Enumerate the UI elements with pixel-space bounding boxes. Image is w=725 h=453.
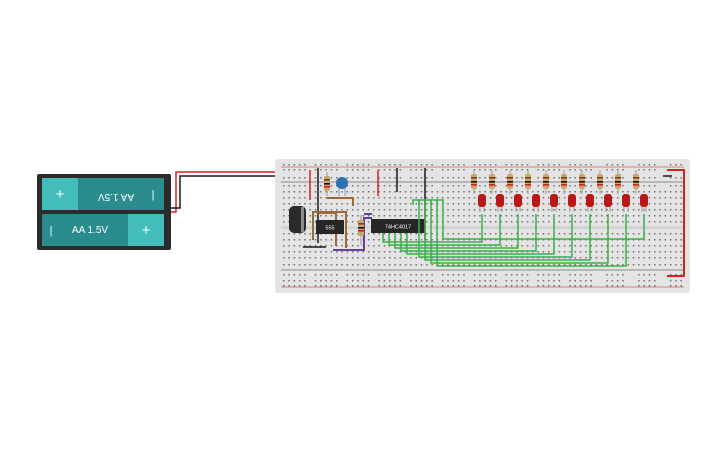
green-wire-6[interactable] (412, 199, 573, 258)
electrolytic-capacitor[interactable] (289, 206, 306, 233)
wire-brown-3[interactable] (327, 197, 354, 206)
green-wire-bundle[interactable] (382, 199, 645, 267)
green-wire-7[interactable] (418, 199, 591, 261)
led-4[interactable] (525, 170, 540, 212)
chip-74hc4017-label: 74HC4017 (385, 225, 411, 231)
led-8[interactable] (597, 170, 612, 212)
green-wire-8[interactable] (424, 199, 609, 264)
led-body-8[interactable] (604, 194, 612, 207)
led-9[interactable] (615, 170, 630, 212)
battery-lead-black[interactable] (171, 175, 304, 209)
battery-cell-top-plus: + (56, 186, 65, 203)
led-7[interactable] (579, 170, 594, 212)
green-wire-5[interactable] (406, 214, 555, 255)
chip-74hc4017[interactable]: 74HC4017 (371, 219, 425, 233)
ceramic-capacitor[interactable] (336, 177, 348, 196)
battery-pack[interactable]: + AA 1.5V | | AA 1.5V + (37, 174, 171, 250)
green-wire-4[interactable] (400, 214, 537, 252)
led-1[interactable] (471, 170, 486, 212)
green-wire-3[interactable] (394, 214, 519, 249)
led-3[interactable] (507, 170, 522, 212)
chip-555-label: 555 (325, 226, 334, 232)
led-5[interactable] (543, 170, 558, 212)
led-body-7[interactable] (586, 194, 594, 207)
battery-cell-bottom-plus-cap (128, 214, 164, 246)
led-body-1[interactable] (478, 194, 486, 207)
led-body-5[interactable] (550, 194, 558, 207)
wire-red-right-rail[interactable] (667, 169, 685, 277)
resistor-timing-2[interactable] (358, 215, 364, 245)
battery-cell-bottom-minus: | (50, 225, 53, 237)
led-body-10[interactable] (640, 194, 648, 207)
breadboard-holes (283, 164, 682, 287)
led-6[interactable] (561, 170, 576, 212)
battery-cell-top-plus-cap (42, 178, 78, 210)
battery-cell-top-label: AA 1.5V (98, 191, 134, 202)
led-body-4[interactable] (532, 194, 540, 207)
green-wire-1[interactable] (382, 214, 483, 243)
led-body-2[interactable] (496, 194, 504, 207)
battery-cell-top-minus: | (152, 189, 155, 201)
green-wire-2[interactable] (388, 214, 501, 246)
chip-555[interactable]: 555 (316, 220, 344, 234)
battery-cell-bottom-plus: + (142, 222, 151, 239)
led-10[interactable] (633, 170, 648, 212)
battery-cell-bottom-label: AA 1.5V (72, 225, 108, 236)
green-wire-10[interactable] (436, 199, 645, 240)
led-body-9[interactable] (622, 194, 630, 207)
battery-lead-red[interactable] (171, 171, 302, 213)
resistor-timing-1[interactable] (324, 172, 330, 196)
led-row[interactable] (471, 170, 648, 212)
green-wire-9[interactable] (430, 199, 627, 267)
led-2[interactable] (489, 170, 504, 212)
led-body-3[interactable] (514, 194, 522, 207)
wire-brown-2[interactable] (318, 212, 337, 246)
led-body-6[interactable] (568, 194, 576, 207)
